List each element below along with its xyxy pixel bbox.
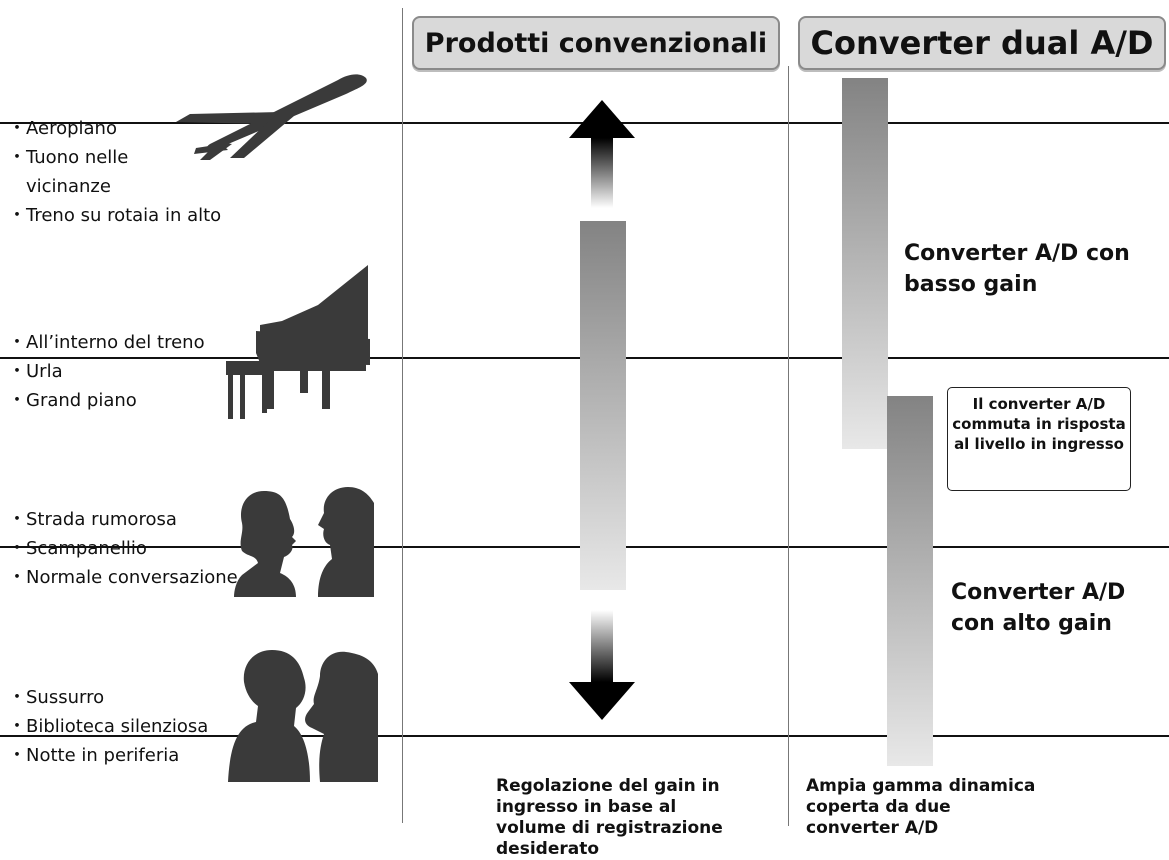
conventional-gain-bar: [580, 221, 626, 590]
sound-item: Tuono nelle vicinanze: [26, 147, 129, 197]
conversation-icon: [234, 485, 374, 597]
up-arrow: [569, 100, 635, 208]
low-gain-bar: [842, 78, 888, 449]
switch-note-text: Il converter A/D commuta in risposta al …: [952, 395, 1126, 453]
sound-list-medium-loud: ・All’interno del treno ・Urla ・Grand pian…: [8, 332, 205, 411]
header-dual: Converter dual A/D: [798, 16, 1166, 70]
sound-item: Strada rumorosa: [26, 509, 177, 530]
switch-note-box: Il converter A/D commuta in risposta al …: [947, 387, 1131, 491]
sound-list-loud: ・Aeroplano ・Tuono nelle vicinanze ・Treno…: [8, 118, 222, 226]
sound-list-medium: ・Strada rumorosa ・Scampanellio ・Normale …: [8, 509, 238, 588]
high-gain-label: Converter A/D con alto gain: [951, 580, 1126, 636]
sound-list-quiet: ・Sussurro ・Biblioteca silenziosa ・Notte …: [8, 687, 209, 766]
divider-left: [402, 8, 403, 823]
sound-item: Grand piano: [26, 390, 137, 411]
high-gain-bar: [887, 396, 933, 766]
header-dual-label: Converter dual A/D: [810, 24, 1154, 62]
sound-item: Urla: [26, 361, 63, 382]
down-arrow: [569, 610, 635, 720]
sound-item: Sussurro: [26, 687, 105, 708]
header-conventional-label: Prodotti convenzionali: [424, 27, 768, 59]
whisper-icon: [228, 650, 378, 782]
airplane-icon: [170, 72, 370, 164]
sound-item: Treno su rotaia in alto: [26, 205, 222, 226]
dual-caption: Ampia gamma dinamica coperta da due conv…: [806, 776, 1036, 838]
sound-item: Normale conversazione: [26, 567, 238, 588]
divider-right: [788, 66, 789, 826]
low-gain-label: Converter A/D con basso gain: [904, 241, 1130, 297]
grand-piano-icon: [220, 265, 370, 420]
sound-item: Scampanellio: [26, 538, 147, 559]
sound-item: Aeroplano: [26, 118, 117, 139]
sound-item: Notte in periferia: [26, 745, 180, 766]
header-conventional: Prodotti convenzionali: [412, 16, 780, 70]
conventional-caption: Regolazione del gain in ingresso in base…: [496, 776, 723, 859]
sound-item: Biblioteca silenziosa: [26, 716, 209, 737]
sound-item: All’interno del treno: [26, 332, 205, 353]
level-line-4: [0, 735, 1169, 737]
